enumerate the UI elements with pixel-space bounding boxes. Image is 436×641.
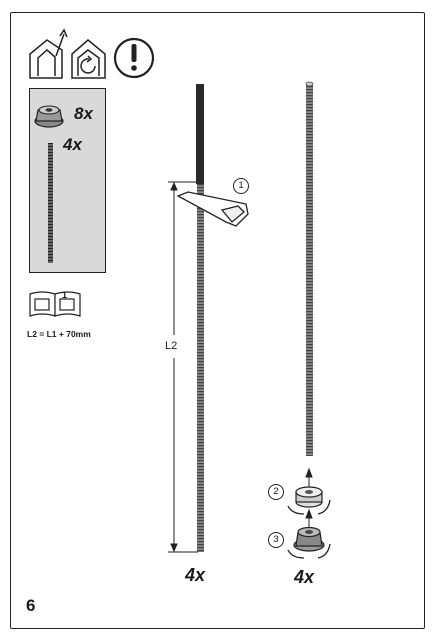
flange-nut-icon xyxy=(295,486,323,508)
rod-quantity: 4x xyxy=(63,135,82,154)
step-marker-2: 2 xyxy=(268,484,284,500)
length-formula: L2 = L1 + 70mm xyxy=(27,329,91,339)
length-label: L2 xyxy=(165,340,178,352)
right-rod-count: 4x xyxy=(294,567,315,587)
step-marker-1: 1 xyxy=(233,178,249,194)
left-rod-count: 4x xyxy=(185,565,206,585)
nut-quantity: 8x xyxy=(74,104,93,123)
book-page-number: 1 xyxy=(62,290,68,300)
rotate-arrows-icon xyxy=(287,499,331,559)
threaded-rod-left xyxy=(196,84,204,552)
warning-exclamation-icon xyxy=(113,37,155,79)
manual-book-icon xyxy=(29,291,81,317)
step-marker-3: 3 xyxy=(268,532,284,548)
page-frame xyxy=(10,12,425,629)
dimension-line xyxy=(168,181,198,553)
page-number: 6 xyxy=(26,596,36,615)
level-tool-icon xyxy=(176,191,249,227)
house-rotate-icon xyxy=(71,39,106,79)
flange-nut-icon xyxy=(293,526,325,552)
parts-panel xyxy=(29,88,106,273)
threaded-rod-right xyxy=(305,81,314,456)
house-arrow-icon xyxy=(29,28,68,79)
